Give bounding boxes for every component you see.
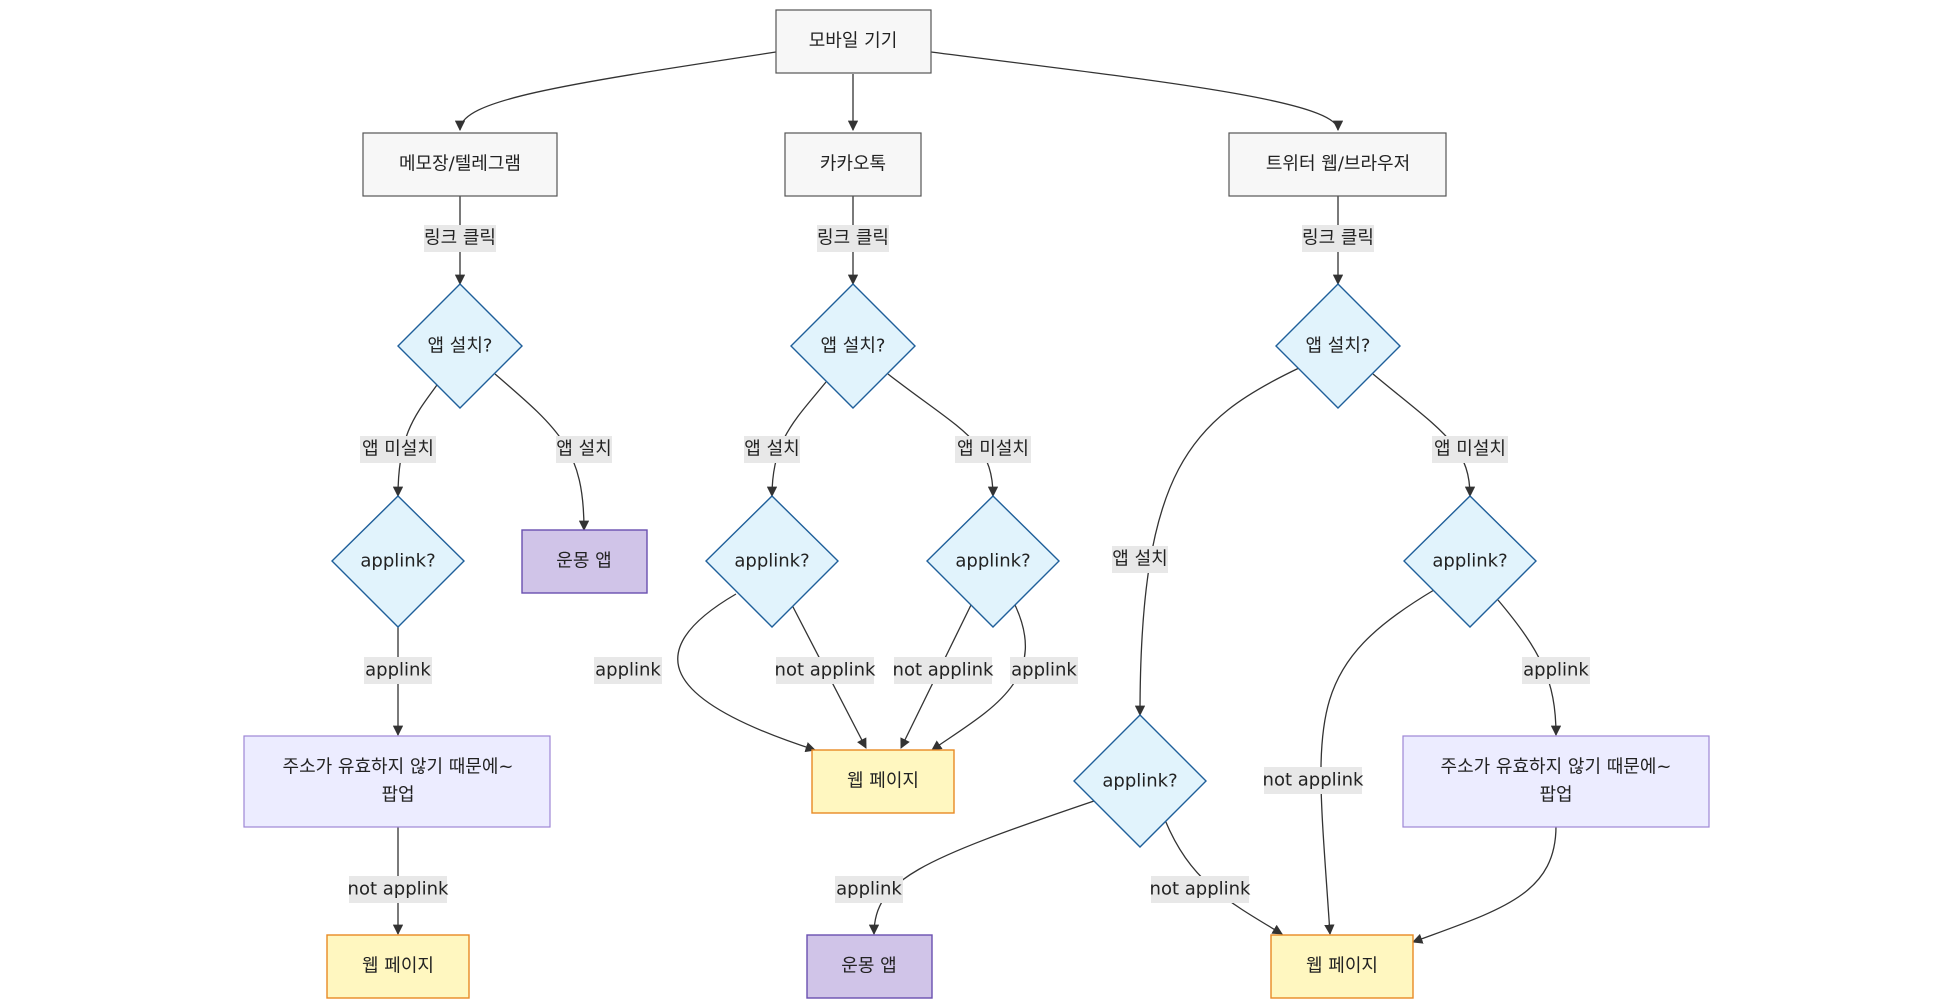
svg-text:메모장/텔레그램: 메모장/텔레그램 xyxy=(399,154,521,175)
svg-text:앱 설치: 앱 설치 xyxy=(556,439,611,460)
edge-device-twitter xyxy=(930,51,1344,132)
label-twitter-click: 링크 클릭 xyxy=(1302,225,1374,252)
svg-text:applink?: applink? xyxy=(1432,551,1507,572)
node-twitter-popup: 주소가 유효하지 않기 때문에~ 팝업 xyxy=(1402,735,1710,828)
svg-text:not applink: not applink xyxy=(1263,770,1364,791)
label-kakao-installed: 앱 설치 xyxy=(744,436,800,463)
node-memo-applink-question: applink? xyxy=(331,495,465,628)
label-kakao-click: 링크 클릭 xyxy=(817,225,889,252)
edge-memo-not-installed xyxy=(392,384,438,498)
label-kakao-not-applink-left: not applink xyxy=(775,657,876,684)
svg-text:앱 미설치: 앱 미설치 xyxy=(1434,439,1506,460)
svg-text:팝업: 팝업 xyxy=(1539,785,1572,806)
node-kakao: 카카오톡 xyxy=(784,132,922,197)
svg-text:앱 설치?: 앱 설치? xyxy=(1306,336,1371,357)
svg-text:not applink: not applink xyxy=(348,879,449,900)
svg-text:앱 미설치: 앱 미설치 xyxy=(362,439,434,460)
edge-kakao-installed xyxy=(766,381,827,498)
label-kakao-applink-left: applink xyxy=(594,657,662,684)
edge-kakao-not-installed xyxy=(887,373,999,498)
node-memo-web-page: 웹 페이지 xyxy=(326,934,470,999)
nodes: 모바일 기기 메모장/텔레그램 카카오톡 트위터 웹/브라우저 앱 설치? 앱 … xyxy=(243,9,1710,999)
edge-kakao-applink-right xyxy=(931,604,1027,751)
svg-text:주소가 유효하지 않기 때문에~: 주소가 유효하지 않기 때문에~ xyxy=(1441,757,1672,778)
node-twitter-installed-question: 앱 설치? xyxy=(1275,283,1401,409)
svg-text:운몽 앱: 운몽 앱 xyxy=(556,551,611,572)
svg-text:applink: applink xyxy=(365,660,431,681)
svg-text:웹 페이지: 웹 페이지 xyxy=(847,771,919,792)
edge-twitter-installed-applink xyxy=(868,800,1095,936)
label-kakao-not-applink-right: not applink xyxy=(893,657,994,684)
node-twitter-missing-applink-question: applink? xyxy=(1403,495,1537,628)
edge-labels: 링크 클릭 링크 클릭 링크 클릭 앱 미설치 앱 설치 앱 설치 앱 미설치 … xyxy=(348,225,1590,903)
label-twitter-installed-applink: applink xyxy=(835,876,903,903)
svg-text:카카오톡: 카카오톡 xyxy=(820,154,886,175)
label-memo-not-installed: 앱 미설치 xyxy=(360,436,436,463)
svg-text:applink?: applink? xyxy=(1102,771,1177,792)
label-memo-applink: applink xyxy=(364,657,432,684)
svg-text:not applink: not applink xyxy=(775,660,876,681)
svg-text:링크 클릭: 링크 클릭 xyxy=(1302,228,1374,249)
svg-text:링크 클릭: 링크 클릭 xyxy=(424,228,496,249)
svg-text:applink: applink xyxy=(1523,660,1589,681)
node-memo-app: 운몽 앱 xyxy=(521,529,648,594)
node-twitter-installed-applink-question: applink? xyxy=(1073,714,1207,848)
svg-text:not applink: not applink xyxy=(893,660,994,681)
svg-text:앱 설치: 앱 설치 xyxy=(744,439,799,460)
svg-text:앱 설치?: 앱 설치? xyxy=(428,336,493,357)
label-twitter-not-applink-mid: not applink xyxy=(1263,767,1364,794)
label-memo-click: 링크 클릭 xyxy=(424,225,496,252)
node-twitter: 트위터 웹/브라우저 xyxy=(1228,132,1447,197)
svg-text:applink: applink xyxy=(1011,660,1077,681)
label-twitter-installed-not-applink: not applink xyxy=(1150,876,1251,903)
node-memo-installed-question: 앱 설치? xyxy=(397,283,523,409)
node-kakao-missing-applink-question: applink? xyxy=(926,495,1060,628)
node-memo: 메모장/텔레그램 xyxy=(362,132,558,197)
node-kakao-installed-applink-question: applink? xyxy=(705,495,839,628)
svg-text:applink: applink xyxy=(836,879,902,900)
node-kakao-web-page: 웹 페이지 xyxy=(811,749,955,814)
label-kakao-not-installed: 앱 미설치 xyxy=(955,436,1031,463)
node-twitter-web-page: 웹 페이지 xyxy=(1270,934,1414,999)
svg-text:applink?: applink? xyxy=(360,551,435,572)
svg-text:앱 설치: 앱 설치 xyxy=(1112,549,1167,570)
label-twitter-installed: 앱 설치 xyxy=(1112,546,1168,573)
svg-text:웹 페이지: 웹 페이지 xyxy=(362,956,434,977)
edge-kakao-applink-left xyxy=(677,593,816,753)
svg-text:not applink: not applink xyxy=(1150,879,1251,900)
label-twitter-not-installed: 앱 미설치 xyxy=(1432,436,1508,463)
node-memo-popup: 주소가 유효하지 않기 때문에~ 팝업 xyxy=(243,735,551,828)
edge-twitter-not-installed xyxy=(1372,373,1476,498)
svg-text:applink?: applink? xyxy=(734,551,809,572)
svg-text:트위터 웹/브라우저: 트위터 웹/브라우저 xyxy=(1266,154,1410,175)
label-kakao-applink-right: applink xyxy=(1010,657,1078,684)
svg-text:링크 클릭: 링크 클릭 xyxy=(817,228,889,249)
svg-text:앱 설치?: 앱 설치? xyxy=(821,336,886,357)
svg-text:앱 미설치: 앱 미설치 xyxy=(957,439,1029,460)
label-memo-not-applink: not applink xyxy=(348,876,449,903)
node-kakao-installed-question: 앱 설치? xyxy=(790,283,916,409)
svg-text:웹 페이지: 웹 페이지 xyxy=(1306,956,1378,977)
edge-twitter-popup-web xyxy=(1412,825,1557,944)
node-twitter-app: 운몽 앱 xyxy=(806,934,933,999)
svg-text:모바일 기기: 모바일 기기 xyxy=(809,31,898,52)
svg-text:운몽 앱: 운몽 앱 xyxy=(841,956,896,977)
label-memo-installed: 앱 설치 xyxy=(556,436,612,463)
svg-text:applink?: applink? xyxy=(955,551,1030,572)
svg-text:주소가 유효하지 않기 때문에~: 주소가 유효하지 않기 때문에~ xyxy=(283,757,514,778)
svg-text:applink: applink xyxy=(595,660,661,681)
label-twitter-applink: applink xyxy=(1522,657,1590,684)
svg-text:팝업: 팝업 xyxy=(381,785,414,806)
edge-twitter-installed xyxy=(1134,367,1300,717)
edge-twitter-not-applink-mid xyxy=(1320,589,1435,936)
edge-device-memo xyxy=(454,51,777,132)
node-device: 모바일 기기 xyxy=(775,9,932,74)
